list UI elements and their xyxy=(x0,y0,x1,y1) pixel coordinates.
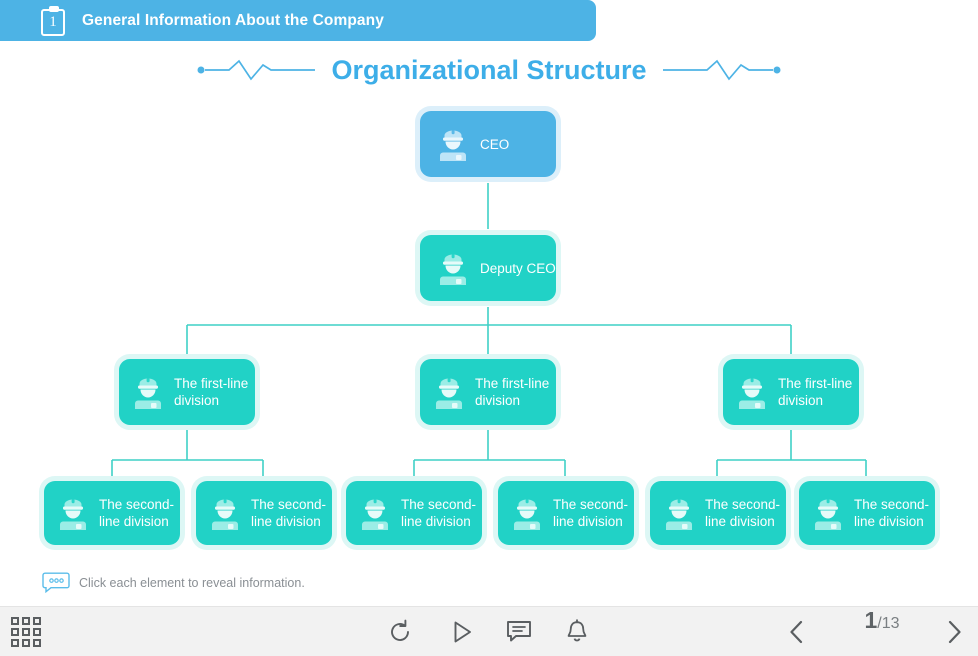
officer-person-icon xyxy=(811,495,845,531)
title-decoration-left-icon xyxy=(197,59,316,81)
officer-person-icon xyxy=(510,495,544,531)
org-node-label: The second-line division xyxy=(705,497,781,529)
officer-person-icon xyxy=(436,126,470,162)
player-toolbar: 1 /13 xyxy=(0,606,978,656)
hint-row: Click each element to reveal information… xyxy=(42,572,305,594)
org-node-label: The first-line division xyxy=(174,376,249,408)
title-decoration-right-icon xyxy=(662,59,781,81)
officer-person-icon xyxy=(436,250,470,286)
next-slide-button[interactable] xyxy=(932,607,976,656)
org-node-label: The first-line division xyxy=(778,376,853,408)
org-node-ceo[interactable]: CEO xyxy=(420,111,556,177)
chevron-left-icon xyxy=(790,620,803,643)
org-node-label: The second-line division xyxy=(854,497,930,529)
page-indicator: 1 /13 xyxy=(845,607,919,656)
grid-icon xyxy=(11,616,41,647)
play-icon xyxy=(454,621,471,642)
org-node-label: The second-line division xyxy=(99,497,175,529)
notes-button[interactable] xyxy=(497,607,541,656)
previous-slide-button[interactable] xyxy=(775,607,819,656)
org-node-second-line-6[interactable]: The second-line division xyxy=(799,481,935,545)
bell-icon xyxy=(567,618,587,641)
lesson-header-bar: 1 General Information About the Company xyxy=(0,0,596,41)
org-node-label: The second-line division xyxy=(401,497,477,529)
officer-person-icon xyxy=(432,374,466,410)
play-button[interactable] xyxy=(440,607,484,656)
org-node-label: The second-line division xyxy=(251,497,327,529)
org-node-first-line-1[interactable]: The first-line division xyxy=(119,359,255,425)
speech-bubble-dots-icon xyxy=(42,572,70,594)
org-node-deputy-ceo[interactable]: Deputy CEO xyxy=(420,235,556,301)
org-node-second-line-4[interactable]: The second-line division xyxy=(498,481,634,545)
speech-bubble-icon xyxy=(507,620,531,641)
org-node-second-line-5[interactable]: The second-line division xyxy=(650,481,786,545)
current-page: 1 xyxy=(864,607,878,633)
hint-text: Click each element to reveal information… xyxy=(79,575,305,590)
slide-title-row: Organizational Structure xyxy=(0,52,978,88)
org-node-first-line-3[interactable]: The first-line division xyxy=(723,359,859,425)
officer-person-icon xyxy=(56,495,90,531)
org-chart: CEO Deputy CEO T xyxy=(44,111,935,545)
org-node-first-line-2[interactable]: The first-line division xyxy=(420,359,556,425)
clipboard-icon: 1 xyxy=(41,5,69,36)
org-node-second-line-1[interactable]: The second-line division xyxy=(44,481,180,545)
org-node-second-line-3[interactable]: The second-line division xyxy=(346,481,482,545)
org-node-label: The second-line division xyxy=(553,497,629,529)
clipboard-body xyxy=(41,8,65,36)
alerts-button[interactable] xyxy=(555,607,599,656)
chevron-right-icon xyxy=(948,620,961,643)
org-node-label: CEO xyxy=(480,136,510,152)
org-node-label: The first-line division xyxy=(475,376,550,408)
header-number: 1 xyxy=(49,13,57,30)
org-node-label: Deputy CEO xyxy=(480,260,556,276)
org-node-second-line-2[interactable]: The second-line division xyxy=(196,481,332,545)
replay-button[interactable] xyxy=(378,607,422,656)
replay-icon xyxy=(391,619,409,641)
officer-person-icon xyxy=(358,495,392,531)
officer-person-icon xyxy=(131,374,165,410)
page-title: Organizational Structure xyxy=(331,54,647,85)
total-pages: /13 xyxy=(877,615,900,632)
officer-person-icon xyxy=(208,495,242,531)
header-title: General Information About the Company xyxy=(82,11,384,29)
officer-person-icon xyxy=(735,374,769,410)
grid-menu-button[interactable] xyxy=(6,607,46,656)
officer-person-icon xyxy=(662,495,696,531)
